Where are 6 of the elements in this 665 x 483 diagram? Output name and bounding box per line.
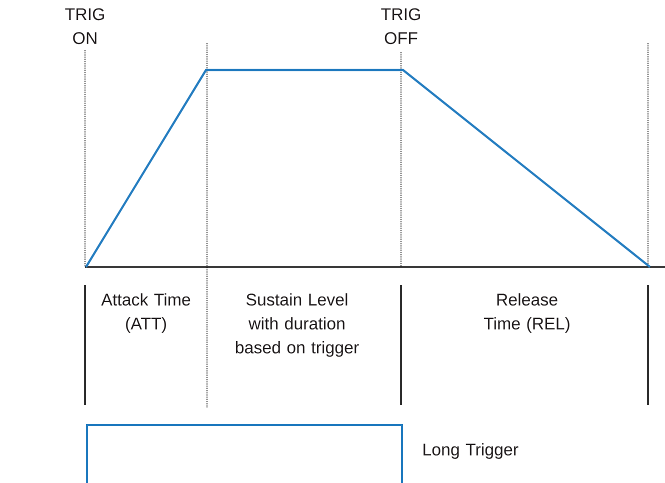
phase-label: Sustain Level with duration based on trigger [236,293,359,357]
phase-label: Release Time (REL) [484,293,570,333]
trigger-label: Long Trigger [424,443,518,459]
trigger-label: TRIG ON [65,8,104,44]
phase-label: Attack Time (ATT) [101,293,190,333]
trigger-label: TRIG OFF [381,8,420,44]
